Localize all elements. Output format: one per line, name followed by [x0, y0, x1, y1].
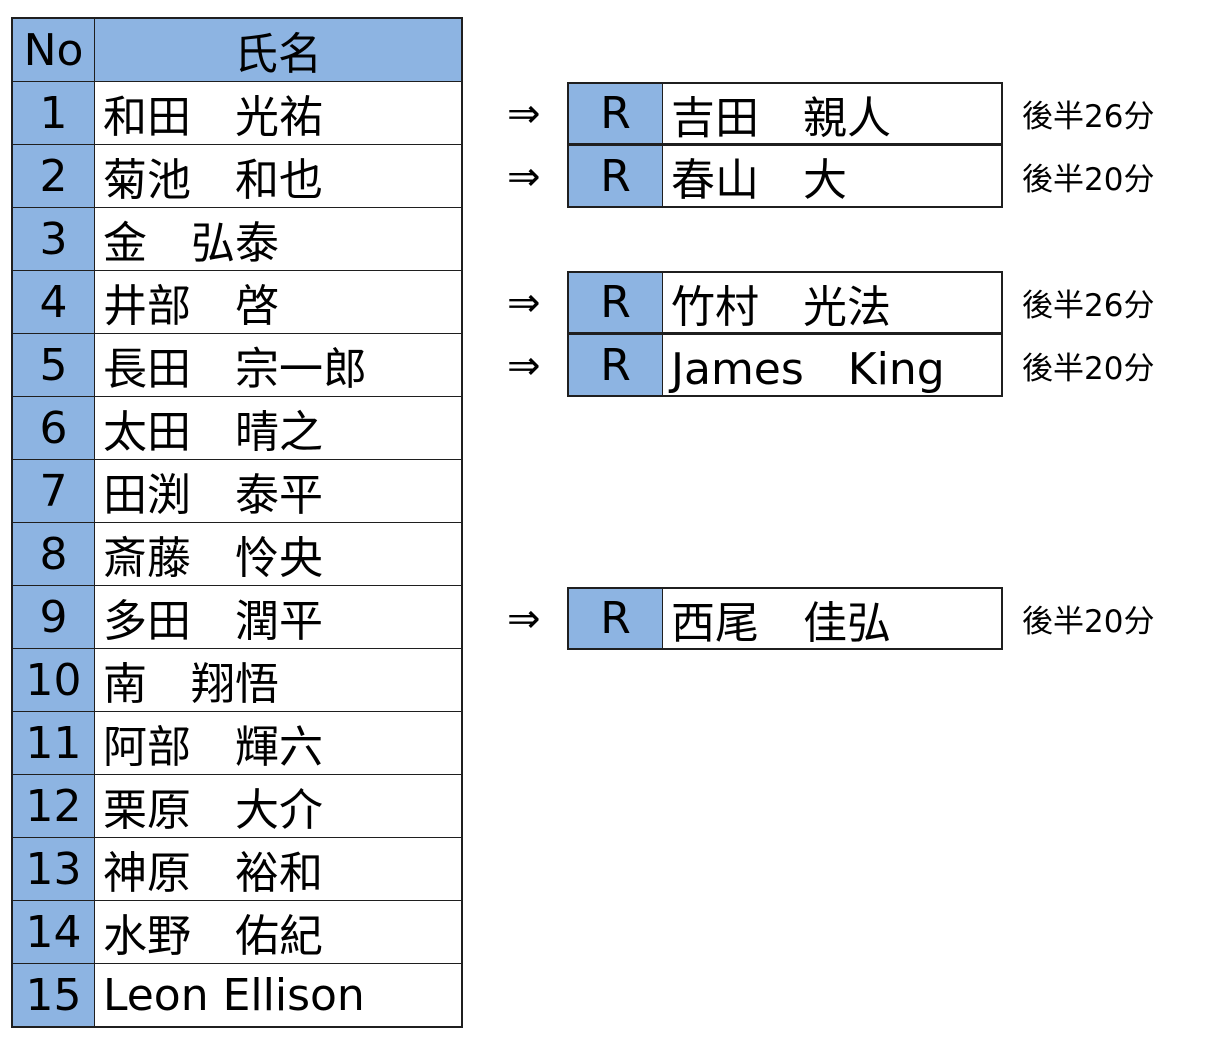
- player-name: 斎藤 怜央: [103, 533, 323, 584]
- substitution-time: 後半26分: [1022, 288, 1155, 324]
- substitute-tag: R: [569, 84, 663, 143]
- player-no: 9: [13, 586, 95, 648]
- player-no: 7: [13, 460, 95, 522]
- substitution-time: 後半20分: [1022, 351, 1155, 387]
- substitute-box: R 西尾 佳弘: [567, 587, 1003, 650]
- arrow-icon: ⇒: [507, 595, 541, 642]
- player-no: 10: [13, 649, 95, 711]
- substitute-name: 竹村 光法: [671, 281, 891, 333]
- header-no: No: [13, 19, 95, 81]
- substitute-name: 春山 大: [671, 155, 847, 206]
- substitute-tag: R: [569, 335, 663, 395]
- player-name: 長田 宗一郎: [103, 344, 367, 395]
- substitute-box: R 春山 大: [567, 145, 1003, 208]
- player-no: 4: [13, 271, 95, 333]
- substitution-row: ⇒ R 春山 大 後半20分: [0, 145, 1232, 208]
- player-no: 11: [13, 712, 95, 774]
- player-name: 田渕 泰平: [103, 470, 323, 521]
- player-name: 菊池 和也: [103, 155, 323, 206]
- substitution-row: ⇒ R 吉田 親人 後半26分: [0, 82, 1232, 145]
- player-no: 6: [13, 397, 95, 459]
- substitute-name: James King: [671, 344, 945, 395]
- player-no: 5: [13, 334, 95, 396]
- arrow-icon: ⇒: [507, 279, 541, 326]
- substitute-tag: R: [569, 589, 663, 648]
- player-name: 太田 晴之: [103, 407, 323, 458]
- arrow-icon: ⇒: [507, 153, 541, 200]
- player-no: 8: [13, 523, 95, 585]
- substitute-box: R 竹村 光法: [567, 271, 1003, 334]
- arrow-icon: ⇒: [507, 90, 541, 137]
- player-name: 水野 佑紀: [103, 911, 323, 962]
- substitution-row: ⇒ R 竹村 光法 後半26分: [0, 271, 1232, 334]
- player-name: 和田 光祐: [103, 92, 323, 143]
- substitution-row: ⇒ R 西尾 佳弘 後半20分: [0, 587, 1232, 650]
- substitute-box: R James King: [567, 334, 1003, 397]
- player-no: 12: [13, 775, 95, 837]
- player-name: 神原 裕和: [103, 848, 323, 899]
- header-name: 氏名: [95, 19, 461, 81]
- player-no: 3: [13, 208, 95, 270]
- player-no: 1: [13, 82, 95, 144]
- substitution-time: 後半20分: [1022, 604, 1155, 640]
- player-name: 井部 啓: [103, 281, 279, 332]
- player-no: 15: [13, 964, 95, 1026]
- arrow-icon: ⇒: [507, 342, 541, 389]
- player-no: 14: [13, 901, 95, 963]
- player-name: 南 翔悟: [103, 659, 279, 710]
- player-name: Leon Ellison: [103, 969, 365, 1021]
- roster-header-row: No 氏名: [13, 19, 461, 81]
- player-name: 栗原 大介: [103, 785, 323, 836]
- substitute-name: 西尾 佳弘: [671, 597, 891, 649]
- substitution-time: 後半20分: [1022, 162, 1155, 198]
- substitute-box: R 吉田 親人: [567, 82, 1003, 145]
- substitute-name: 吉田 親人: [671, 92, 891, 144]
- player-no: 2: [13, 145, 95, 207]
- substitute-tag: R: [569, 273, 663, 332]
- player-name: 阿部 輝六: [103, 722, 323, 773]
- player-no: 13: [13, 838, 95, 900]
- substitution-time: 後半26分: [1022, 99, 1155, 135]
- player-name: 金 弘泰: [103, 218, 279, 269]
- substitution-row: ⇒ R James King 後半20分: [0, 334, 1232, 397]
- substitute-tag: R: [569, 146, 663, 206]
- player-name: 多田 潤平: [103, 596, 323, 647]
